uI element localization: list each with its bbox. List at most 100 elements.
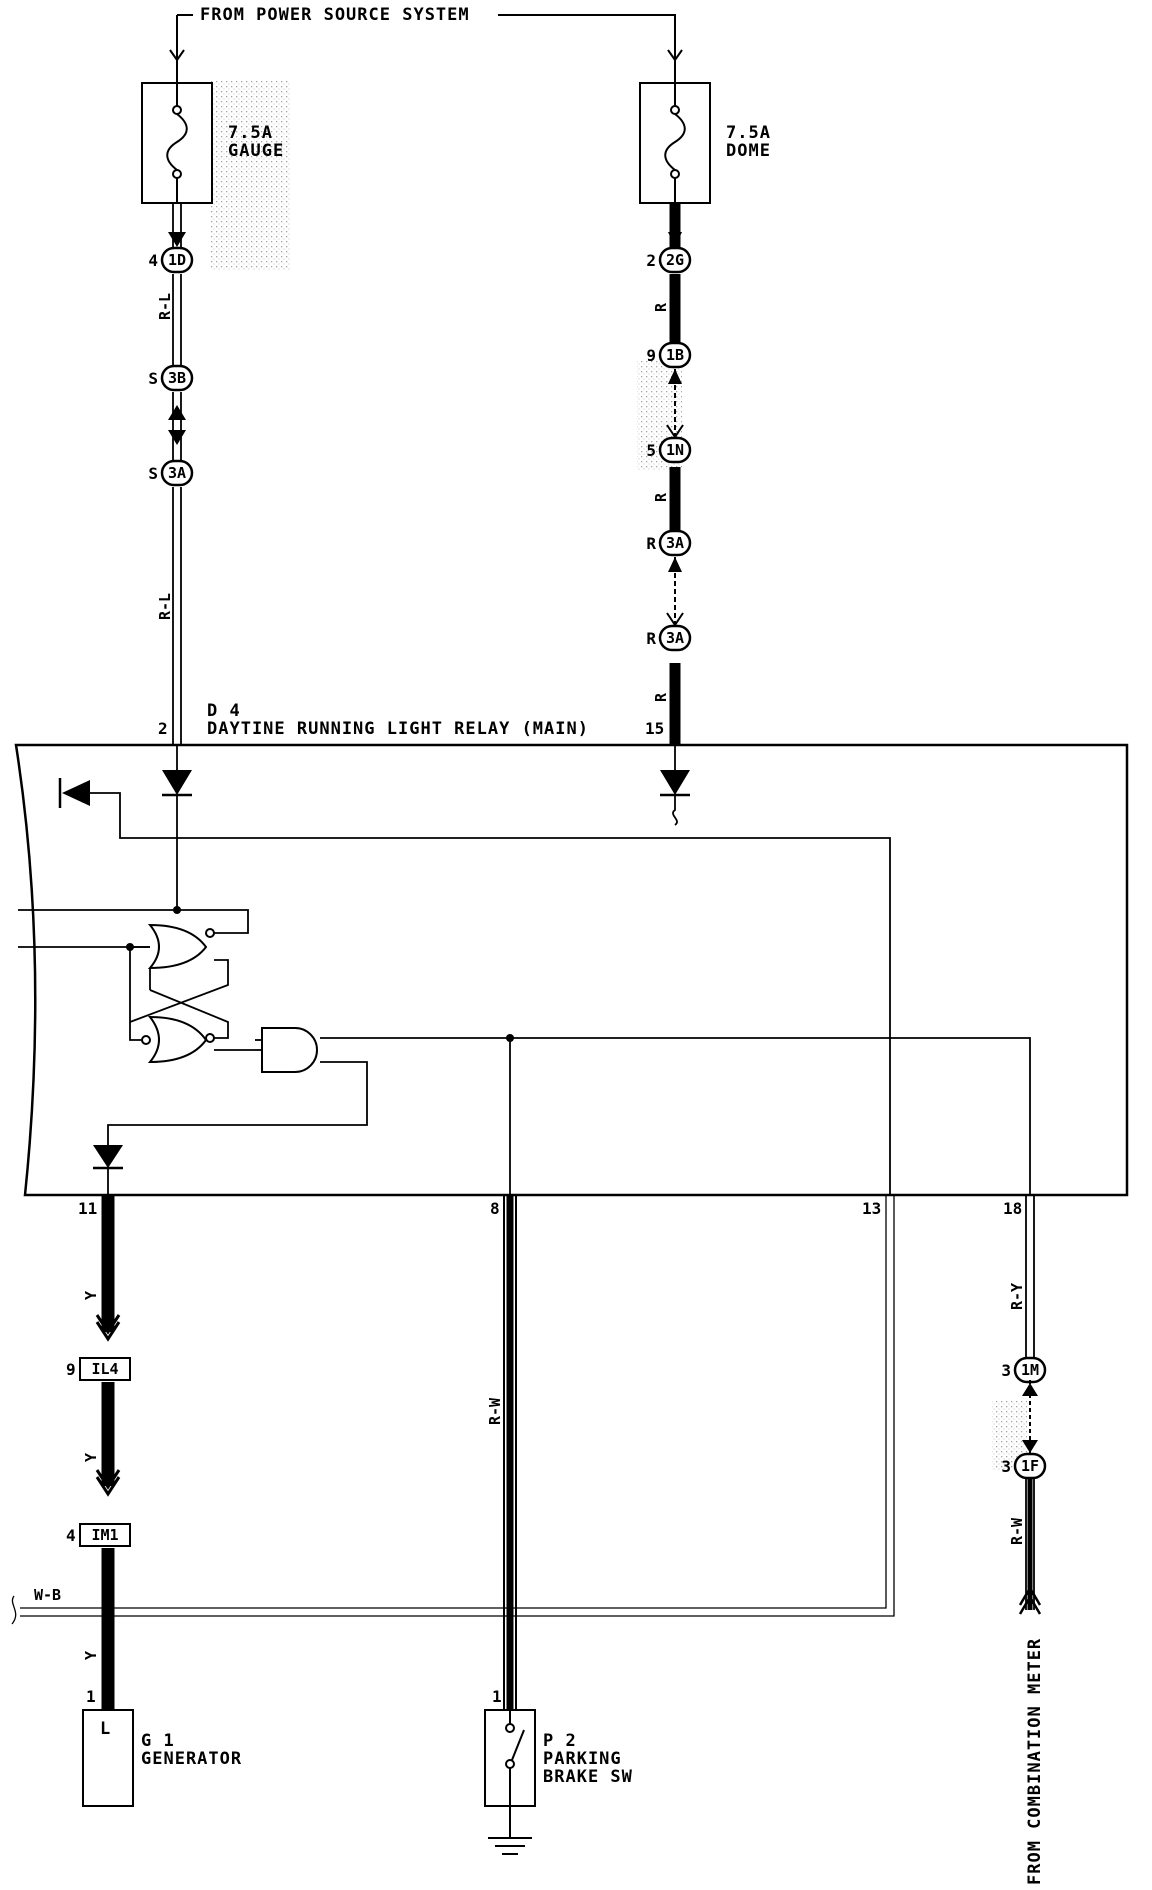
relay-name: DAYTINE RUNNING LIGHT RELAY (MAIN) [207, 719, 589, 739]
arrow-up [668, 557, 682, 572]
diode [162, 770, 192, 795]
fuse-dome-rating: 7.5A [726, 123, 771, 143]
connector-pin: R [646, 629, 656, 648]
connector-il4 [79, 1357, 131, 1381]
wire-code: R-L [156, 293, 174, 320]
connector-code: 1N [666, 441, 684, 459]
wire-code: R [652, 692, 670, 702]
wire-r-l [172, 203, 182, 745]
diode [93, 1145, 123, 1168]
arrow-up [668, 369, 682, 384]
arrow-down [168, 430, 186, 445]
connector-code: IL4 [91, 1360, 118, 1378]
arrow-down [168, 232, 186, 247]
wire-code: R-W [1008, 1517, 1026, 1545]
arrow-down [95, 1314, 121, 1335]
from-power-label: FROM POWER SOURCE SYSTEM [200, 5, 470, 25]
relay-box [14, 743, 1129, 1197]
connector-pin: R [646, 534, 656, 553]
connector-c-1m: 1M 3 [1001, 1356, 1047, 1384]
connector-pin: 3 [1001, 1361, 1011, 1380]
connectors-layer: 1D 4 3B S 3A S 2G 2 1B9 1N 5 3A R 3A R 1M 3 1F 3 [148, 246, 1047, 1480]
connector-code: 3B [168, 369, 186, 387]
wire-w-b [11, 1195, 895, 1625]
arrow-down [95, 1476, 121, 1497]
connector-pin: 4 [148, 251, 158, 270]
fuse-dome-name: DOME [726, 141, 771, 161]
switch-icon [505, 1710, 525, 1806]
wire-code: Y [82, 1453, 100, 1462]
junction-dot [126, 943, 134, 951]
arrow-up [1018, 1585, 1042, 1615]
power-line-top-right [498, 14, 676, 70]
connector-pin: 5 [646, 441, 656, 460]
wire-r-y [1025, 1195, 1035, 1610]
fuse-gauge [141, 70, 213, 204]
nor-gate [141, 1015, 215, 1064]
fuse-gauge-rating: 7.5A [228, 123, 273, 143]
wire-code: R [652, 492, 670, 502]
and-gate [261, 1027, 318, 1073]
connector-code: 1F [1021, 1457, 1039, 1475]
connector-pin: 9 [66, 1360, 76, 1379]
arrow-down [95, 1321, 121, 1342]
arrow-up [1022, 1383, 1038, 1396]
wire-code: R [652, 302, 670, 312]
relay-pin-18: 18 [1003, 1199, 1022, 1218]
relay-pin-11: 11 [78, 1199, 97, 1218]
parking-id: P 2 [543, 1731, 577, 1751]
parking-name-2: BRAKE SW [543, 1767, 633, 1787]
connector-c-3a-left: 3A S [148, 459, 194, 487]
connector-c-3a-r1: 3A R [646, 529, 692, 557]
junction-dot [506, 1034, 514, 1042]
generator-terminal: L [100, 1719, 111, 1739]
connector-c-2g: 2G 2 [646, 246, 692, 274]
parking-name-1: PARKING [543, 1749, 622, 1769]
relay-pin-8: 8 [490, 1199, 500, 1218]
connector-pin: 2 [646, 251, 656, 270]
nor-gate [147, 923, 215, 970]
diode [62, 780, 90, 806]
wire-code: Y [82, 1651, 100, 1660]
fuse-dome [639, 70, 711, 204]
shading [210, 80, 290, 270]
connector-code: 3A [666, 629, 684, 647]
arrow-down [1022, 1440, 1038, 1453]
arrow-in-left [169, 49, 185, 62]
wire-code: R-W [486, 1397, 504, 1425]
junction-dot [173, 906, 181, 914]
arrow-down [668, 232, 682, 247]
generator-pin: 1 [86, 1687, 96, 1706]
arrow-up [168, 405, 186, 420]
connector-code: IM1 [91, 1526, 118, 1544]
connector-code: 1M [1021, 1361, 1039, 1379]
connector-c-1f: 1F 3 [1001, 1452, 1047, 1480]
connector-c-3b: 3B S [148, 364, 194, 392]
parking-pin: 1 [492, 1687, 502, 1706]
connector-pin: 4 [66, 1526, 76, 1545]
from-meter-label: FROM COMBINATION METER [1025, 1638, 1045, 1885]
relay-internal [18, 745, 1031, 1195]
generator-name: GENERATOR [141, 1749, 242, 1769]
connector-code: 2G [666, 251, 684, 269]
connector-code: 1B [666, 346, 684, 364]
relay-pin-15: 15 [645, 719, 664, 738]
connector-pin: 3 [1001, 1457, 1011, 1476]
connector-code: 3A [168, 464, 186, 482]
wire-code: R-Y [1008, 1283, 1026, 1310]
relay-id: D 4 [207, 701, 241, 721]
wire-r-w [503, 1195, 517, 1710]
generator-box [82, 1709, 134, 1807]
connector-code: 1D [168, 251, 186, 269]
connector-pin: S [148, 464, 158, 483]
connector-pin: S [148, 369, 158, 388]
arrow-in-right [667, 49, 683, 62]
connector-code: 3A [666, 534, 684, 552]
connector-im1 [79, 1523, 131, 1547]
connector-c-1d: 1D 4 [148, 246, 194, 274]
connector-c-1b: 1B9 [646, 341, 692, 369]
connector-c-1n: 1N 5 [646, 436, 692, 464]
connector-c-3a-r2: 3A R [646, 624, 692, 652]
